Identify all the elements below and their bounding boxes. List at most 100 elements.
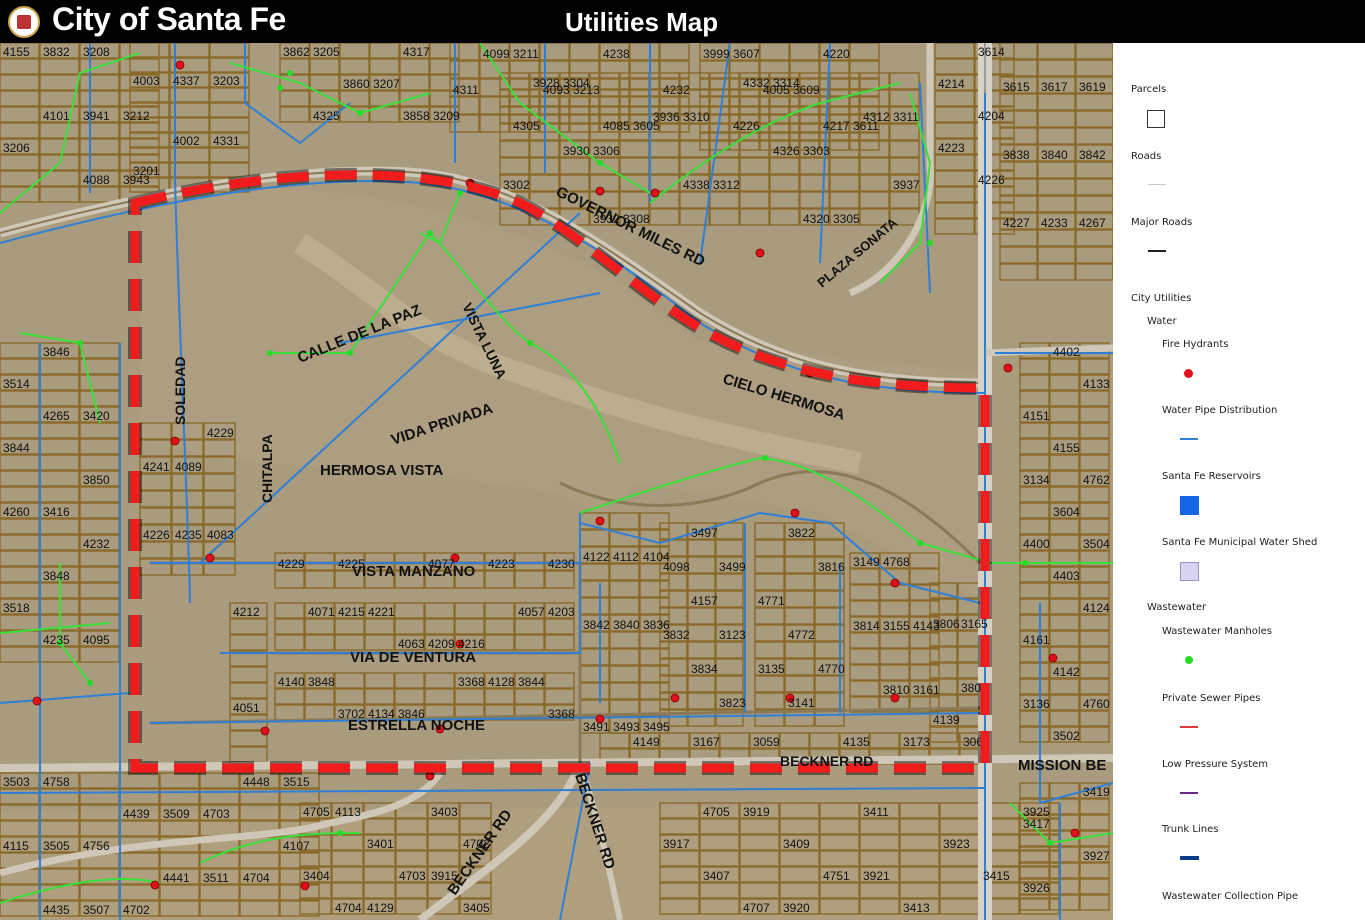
svg-text:4241: 4241	[143, 460, 170, 474]
svg-text:3155: 3155	[883, 619, 910, 633]
svg-text:4005: 4005	[763, 83, 790, 97]
svg-text:3404: 3404	[303, 869, 330, 883]
svg-text:4305: 4305	[513, 119, 540, 133]
svg-text:4770: 4770	[818, 662, 845, 676]
map-canvas[interactable]: 4155410140884003400238623860385840994093…	[0, 43, 1113, 920]
legend-low-pressure-label: Low Pressure System	[1162, 759, 1269, 770]
svg-text:4762: 4762	[1083, 473, 1110, 487]
svg-text:4113: 4113	[335, 805, 361, 819]
svg-text:3810: 3810	[883, 683, 910, 697]
svg-text:4217: 4217	[823, 119, 850, 133]
svg-text:4227: 4227	[1003, 216, 1030, 230]
svg-text:4448: 4448	[243, 775, 270, 789]
svg-text:3136: 3136	[1023, 697, 1050, 711]
svg-text:4311: 4311	[453, 83, 479, 97]
label-hermosa-vista: HERMOSA VISTA	[320, 462, 444, 479]
legend-reservoir-swatch	[1180, 496, 1199, 515]
svg-text:4238: 4238	[603, 47, 630, 61]
legend-trunk-swatch	[1180, 856, 1199, 860]
svg-text:4095: 4095	[83, 633, 110, 647]
svg-text:3503: 3503	[3, 775, 30, 789]
legend-parcel-swatch	[1147, 110, 1165, 128]
svg-text:4129: 4129	[367, 901, 394, 915]
svg-text:4128: 4128	[488, 675, 515, 689]
svg-text:3928: 3928	[533, 76, 560, 90]
svg-text:3806: 3806	[933, 617, 960, 631]
svg-text:3505: 3505	[43, 839, 70, 853]
legend-fire-hydrants-label: Fire Hydrants	[1162, 339, 1229, 350]
svg-text:3308: 3308	[623, 212, 650, 226]
label-via-de-ventura: VIA DE VENTURA	[350, 649, 476, 666]
label-chitalpa: CHITALPA	[259, 434, 275, 503]
svg-text:4703: 4703	[203, 807, 230, 821]
legend-water-label: Water	[1147, 316, 1177, 327]
svg-text:4758: 4758	[43, 775, 70, 789]
svg-text:3499: 3499	[719, 560, 746, 574]
svg-text:4704: 4704	[243, 871, 270, 885]
svg-text:4098: 4098	[663, 560, 690, 574]
svg-text:3927: 3927	[1083, 849, 1110, 863]
project-boundary-dash	[130, 170, 990, 773]
svg-text:3617: 3617	[1041, 80, 1068, 94]
manhole-layer	[57, 70, 1053, 846]
svg-text:3840: 3840	[613, 618, 640, 632]
svg-text:3206: 3206	[3, 141, 30, 155]
svg-text:4142: 4142	[1053, 665, 1080, 679]
legend-reservoirs-label: Santa Fe Reservoirs	[1162, 471, 1261, 482]
svg-text:3201: 3201	[133, 164, 160, 178]
svg-text:3923: 3923	[943, 837, 970, 851]
svg-text:3211: 3211	[513, 47, 539, 61]
svg-text:4337: 4337	[173, 74, 200, 88]
map-legend: Parcels Roads Major Roads City Utilities…	[1113, 43, 1365, 920]
svg-text:4230: 4230	[548, 557, 575, 571]
svg-text:3059: 3059	[753, 735, 780, 749]
svg-text:3921: 3921	[863, 869, 890, 883]
svg-text:3844: 3844	[518, 675, 545, 689]
svg-text:4229: 4229	[278, 557, 305, 571]
svg-text:3844: 3844	[3, 441, 30, 455]
legend-private-sewer-swatch	[1180, 726, 1198, 728]
svg-text:3135: 3135	[758, 662, 785, 676]
svg-text:4403: 4403	[1053, 569, 1080, 583]
svg-text:3858: 3858	[403, 109, 430, 123]
svg-text:3814: 3814	[853, 619, 880, 633]
app-header: City of Santa Fe Utilities Map	[0, 0, 1365, 43]
svg-text:3314: 3314	[773, 76, 800, 90]
legend-manholes-label: Wastewater Manholes	[1162, 626, 1273, 637]
svg-text:4402: 4402	[1053, 345, 1080, 359]
svg-text:3607: 3607	[733, 47, 760, 61]
legend-major-road-swatch	[1148, 250, 1166, 252]
app-title: Utilities Map	[565, 7, 719, 37]
svg-text:4768: 4768	[883, 555, 910, 569]
svg-text:4260: 4260	[3, 505, 30, 519]
svg-text:4226: 4226	[143, 528, 170, 542]
svg-text:4122: 4122	[583, 550, 610, 564]
svg-text:3615: 3615	[1003, 80, 1030, 94]
legend-collection-pipe-label: Wastewater Collection Pipe	[1162, 891, 1299, 902]
svg-text:3134: 3134	[1023, 473, 1050, 487]
svg-text:3860: 3860	[343, 77, 370, 91]
svg-text:4112: 4112	[613, 550, 639, 564]
legend-wastewater-label: Wastewater	[1147, 602, 1207, 613]
svg-text:3302: 3302	[503, 178, 530, 192]
svg-text:3310: 3310	[683, 110, 710, 124]
legend-city-utilities-label: City Utilities	[1131, 293, 1192, 304]
svg-text:4220: 4220	[823, 47, 850, 61]
svg-text:4232: 4232	[83, 537, 110, 551]
svg-text:4326: 4326	[773, 144, 800, 158]
svg-text:3842: 3842	[583, 618, 610, 632]
legend-trunk-lines-label: Trunk Lines	[1162, 824, 1219, 835]
fire-hydrant-layer	[32, 60, 1080, 891]
svg-text:3495: 3495	[643, 720, 670, 734]
svg-text:4760: 4760	[1083, 697, 1110, 711]
svg-text:3141: 3141	[788, 696, 815, 710]
svg-text:3925: 3925	[1023, 805, 1050, 819]
svg-text:4235: 4235	[43, 633, 70, 647]
svg-text:3509: 3509	[163, 807, 190, 821]
svg-text:3149: 3149	[853, 555, 880, 569]
svg-text:4155: 4155	[1053, 441, 1080, 455]
svg-text:4124: 4124	[1083, 601, 1110, 615]
svg-text:3311: 3311	[893, 110, 919, 124]
label-vista-manzano: VISTA MANZANO	[352, 563, 476, 580]
